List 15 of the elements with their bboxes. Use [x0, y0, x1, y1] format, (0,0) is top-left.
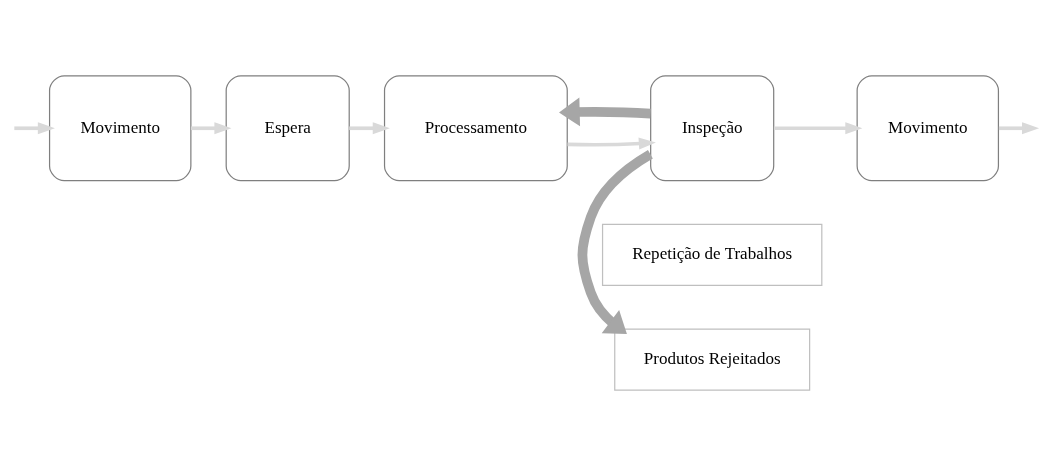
node-box: Movimento: [48, 74, 192, 181]
arrow: [14, 121, 55, 134]
arrow: [567, 137, 656, 150]
arrow: [190, 121, 232, 134]
node-box: Espera: [225, 74, 350, 181]
arrow: [559, 96, 651, 126]
node-box: Repetição de Trabalhos: [601, 223, 823, 286]
arrow: [349, 121, 390, 134]
arrow: [773, 121, 863, 134]
arrow: [577, 149, 653, 334]
arrow: [998, 121, 1040, 134]
node-box: Processamento: [383, 74, 568, 181]
node-box: Movimento: [856, 74, 1000, 181]
node-box: Inspeção: [650, 74, 775, 181]
node-box: Produtos Rejeitados: [614, 328, 811, 391]
